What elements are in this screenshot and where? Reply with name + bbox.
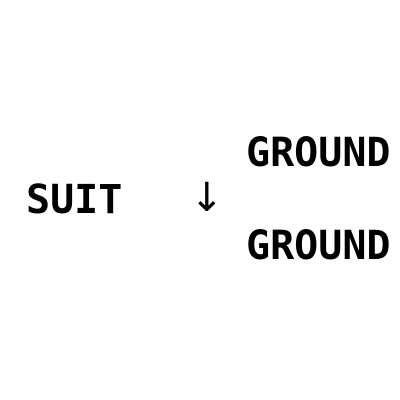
right-word-bottom: GROUND: [246, 223, 391, 269]
left-word: SUIT: [26, 177, 123, 223]
right-word-top: GROUND: [246, 130, 391, 176]
down-arrow-icon: ↓: [190, 175, 224, 221]
